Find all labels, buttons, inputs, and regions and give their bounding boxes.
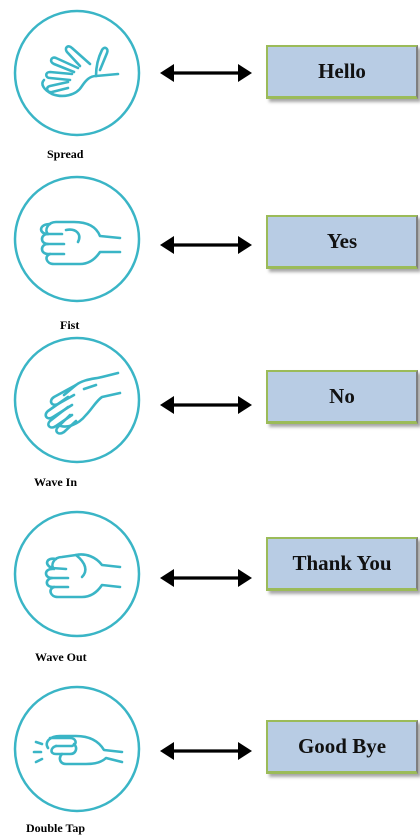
gesture-name: Wave Out <box>35 650 87 664</box>
gesture-name: Wave In <box>34 475 78 489</box>
meaning-box-hello: Hello <box>266 45 418 99</box>
double-arrow-icon <box>158 566 254 590</box>
double-arrow-icon <box>158 393 254 417</box>
meaning-box-good-bye: Good Bye <box>266 720 418 774</box>
double-arrow-icon <box>158 233 254 257</box>
double-arrow-icon <box>158 739 254 763</box>
wave-out-icon <box>10 507 144 641</box>
meaning-box-thank-you: Thank You <box>266 537 418 591</box>
spread-hand-icon <box>10 6 144 140</box>
double-tap-icon <box>10 682 144 816</box>
meaning-box-yes: Yes <box>266 215 418 269</box>
meaning-box-no: No <box>266 370 418 424</box>
double-arrow-icon <box>158 61 254 85</box>
gesture-name: Fist <box>60 318 80 332</box>
gesture-name: Double Tap <box>26 821 86 835</box>
fist-icon <box>10 172 144 306</box>
wave-in-icon <box>10 333 144 467</box>
gesture-name: Spread <box>47 147 84 161</box>
